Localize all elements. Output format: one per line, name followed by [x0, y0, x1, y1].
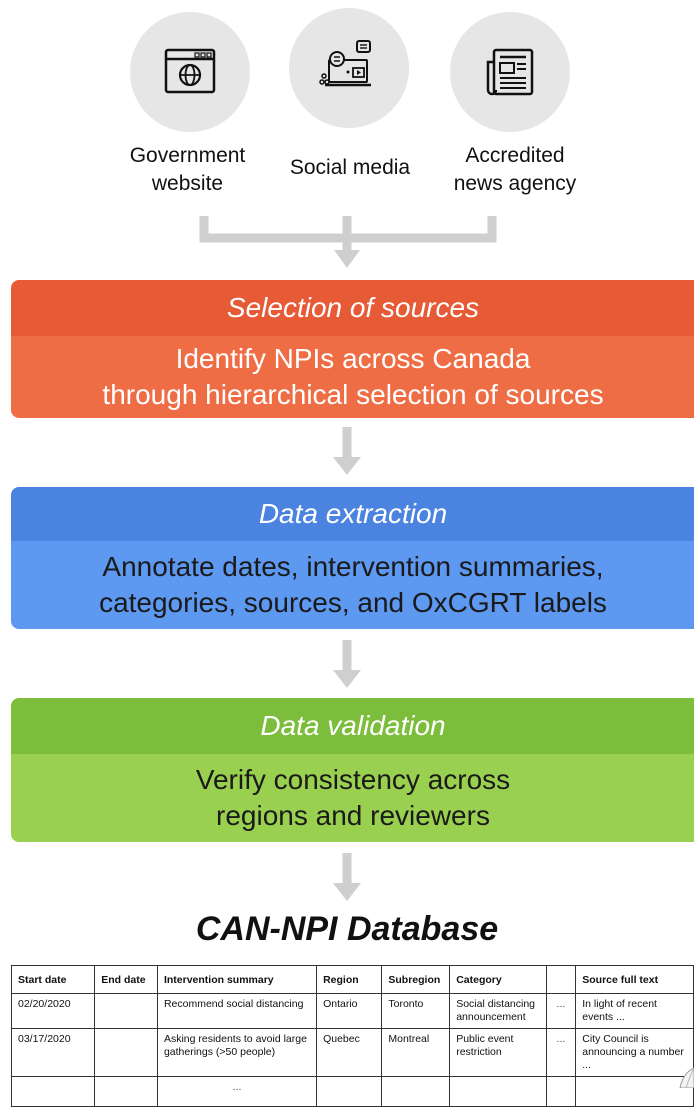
down-arrow-icon: [333, 853, 361, 901]
stage-title: Data extraction: [11, 487, 694, 541]
column-header: [545, 965, 577, 994]
table-cell: ...: [545, 993, 577, 1029]
stage-title: Selection of sources: [11, 280, 694, 336]
table-cell: Recommend social distancing: [156, 993, 318, 1029]
table-cell: 03/17/2020: [10, 1028, 96, 1077]
column-header: End date: [94, 965, 158, 994]
table-cell: [316, 1076, 383, 1107]
stage-title: Data validation: [11, 698, 694, 754]
stage-description-line: Verify consistency across: [195, 764, 511, 795]
down-arrow-icon: [333, 427, 361, 475]
table-cell: ...: [156, 1076, 318, 1107]
table-cell: Toronto: [381, 993, 451, 1029]
stage-description: Annotate dates, intervention summaries, …: [11, 541, 694, 629]
table-cell: [381, 1076, 451, 1107]
column-header: Source full text: [575, 965, 694, 994]
table-cell: ...: [545, 1028, 577, 1077]
table-cell: [10, 1076, 96, 1107]
column-header: Subregion: [381, 965, 451, 994]
table-cell: Montreal: [381, 1028, 451, 1077]
browser-globe-icon: [164, 48, 216, 94]
table-cell: Quebec: [316, 1028, 383, 1077]
database-table: Start date End date Intervention summary…: [10, 965, 694, 1107]
table-header-row: Start date End date Intervention summary…: [10, 965, 694, 994]
laptop-social-icon: [319, 40, 371, 87]
social-media-circle: [289, 8, 409, 128]
stage-description-line: through hierarchical selection of source…: [102, 379, 604, 410]
database-title: CAN-NPI Database: [195, 910, 499, 948]
source-label-line: Government: [129, 144, 246, 167]
stage-description: Identify NPIs across Canada through hier…: [11, 336, 694, 418]
page-curl-icon: [679, 1067, 694, 1088]
stage-data-validation: Data validation Verify consistency acros…: [11, 698, 694, 842]
stage-description-line: categories, sources, and OxCGRT labels: [99, 587, 607, 618]
source-label-social-media: Social media: [275, 154, 425, 182]
table-cell: [545, 1076, 577, 1107]
table-cell: Ontario: [316, 993, 383, 1029]
table-cell: [94, 993, 158, 1029]
table-cell: In light of recent events ...: [575, 993, 694, 1029]
news-agency-circle: [450, 12, 570, 132]
source-label-news-agency: Accredited news agency: [435, 142, 595, 198]
table-cell: City Council is announcing a number ...: [575, 1028, 694, 1077]
stage-description-line: regions and reviewers: [216, 800, 490, 831]
column-header: Intervention summary: [156, 965, 318, 994]
stage-selection-of-sources: Selection of sources Identify NPIs acros…: [11, 280, 694, 418]
government-website-circle: [130, 12, 250, 132]
column-header: Category: [449, 965, 547, 994]
table-cell: [94, 1028, 158, 1077]
table-row: ...: [10, 1076, 694, 1107]
table-row: 03/17/2020 Asking residents to avoid lar…: [10, 1028, 694, 1077]
source-label-government: Government website: [110, 142, 265, 198]
source-label-line: website: [151, 172, 224, 195]
stage-data-extraction: Data extraction Annotate dates, interven…: [11, 487, 694, 629]
table-cell: Asking residents to avoid large gatherin…: [156, 1028, 318, 1077]
source-label-line: news agency: [453, 172, 577, 195]
stage-description-line: Annotate dates, intervention summaries,: [102, 551, 604, 582]
source-label-line: Social media: [289, 156, 411, 179]
column-header: Region: [316, 965, 383, 994]
table-cell: [94, 1076, 158, 1107]
table-cell: Social distancing announcement: [449, 993, 547, 1029]
column-header: Start date: [10, 965, 96, 994]
down-arrow-icon: [333, 640, 361, 688]
table-cell: 02/20/2020: [10, 993, 96, 1029]
stage-description-line: Identify NPIs across Canada: [175, 343, 531, 374]
table-cell: [449, 1076, 547, 1107]
table-cell: Public event restriction: [449, 1028, 547, 1077]
stage-description: Verify consistency across regions and re…: [11, 754, 694, 842]
newspaper-icon: [486, 48, 534, 96]
table-row: 02/20/2020 Recommend social distancing O…: [10, 993, 694, 1029]
source-label-line: Accredited: [465, 144, 565, 167]
sources-merge-connector: [199, 216, 497, 268]
